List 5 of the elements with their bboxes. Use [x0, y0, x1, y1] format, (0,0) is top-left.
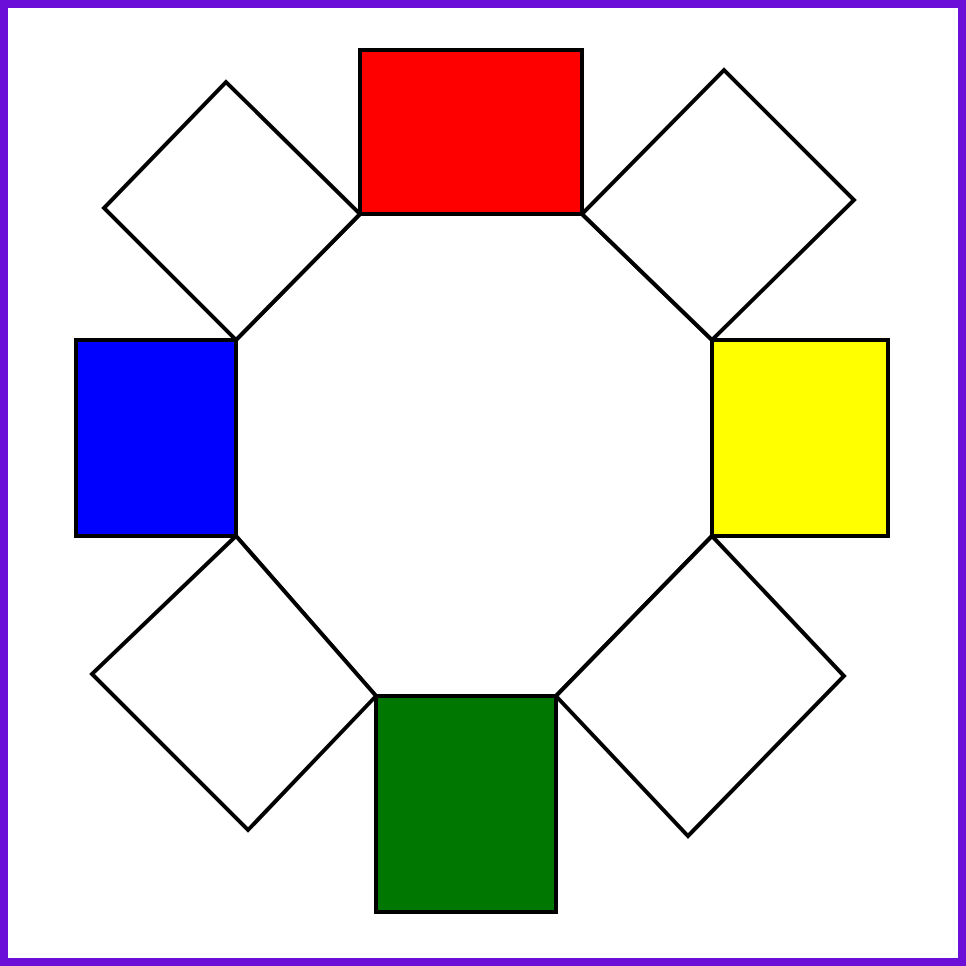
octagon-shape: [234, 212, 714, 698]
colored-square: [358, 48, 584, 216]
colored-square: [710, 338, 890, 538]
colored-square: [374, 694, 558, 914]
colored-square: [74, 338, 238, 538]
